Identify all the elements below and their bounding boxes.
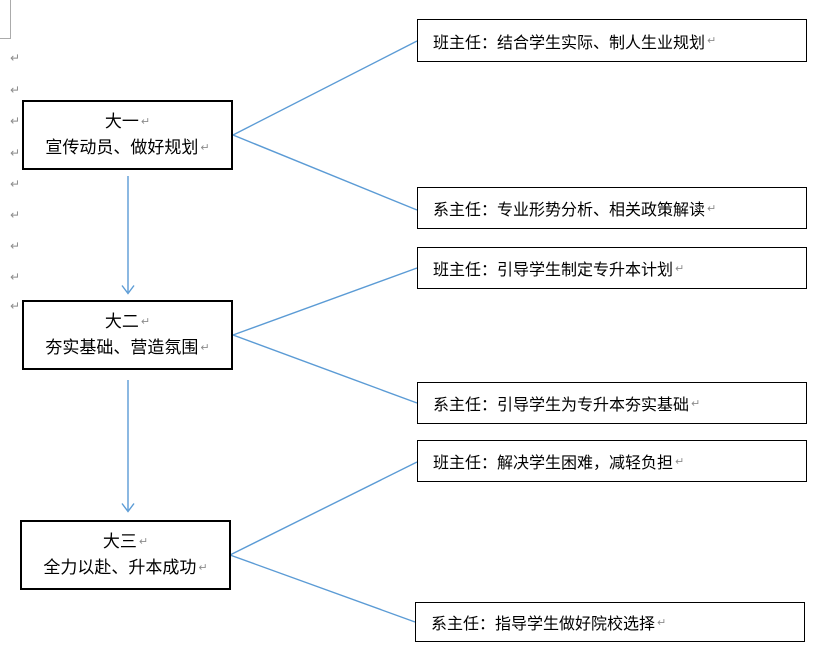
stage-title-row: 大二↵ [105,309,150,335]
stage-subtitle: 全力以赴、升本成功 [43,558,197,577]
paragraph-mark-icon: ↵ [707,201,717,215]
paragraph-mark-icon: ↵ [10,239,21,253]
task-box-3[interactable]: 班主任：引导学生制定专升本计划↵ [417,247,807,289]
task-label: 班主任：结合学生实际、制人生业规划 [433,34,706,52]
paragraph-mark-icon: ↵ [10,51,21,65]
task-label: 班主任：引导学生制定专升本计划 [433,262,674,279]
page-margin-corner-icon [0,0,11,39]
task-box-2[interactable]: 系主任：专业形势分析、相关政策解读↵ [417,187,807,229]
paragraph-mark-icon: ↵ [200,341,210,354]
stage-subtitle: 宣传动员、做好规划 [45,138,199,157]
paragraph-mark-icon: ↵ [10,114,21,128]
paragraph-mark-icon: ↵ [140,115,151,128]
paragraph-mark-icon: ↵ [10,270,21,284]
connector-stage3-task6 [229,554,416,623]
paragraph-mark-icon: ↵ [10,83,21,97]
stage-subtitle-row: 宣传动员、做好规划↵ [45,135,209,161]
task-label: 系主任：指导学生做好院校选择 [431,616,656,633]
task-label: 系主任：引导学生为专升本夯实基础 [433,397,690,414]
stage-subtitle-row: 全力以赴、升本成功↵ [43,555,207,581]
stage-subtitle: 夯实基础、营造氛围 [45,338,199,357]
arrow-stage2-stage3 [121,380,135,513]
stage-subtitle-row: 夯实基础、营造氛围↵ [45,335,209,361]
stage-box-year3[interactable]: 大三↵ 全力以赴、升本成功↵ [20,520,231,590]
connector-stage1-task2 [232,134,418,211]
arrow-stage1-stage2 [121,176,135,295]
task-label: 班主任：解决学生困难，减轻负担 [433,455,674,472]
task-label: 系主任：专业形势分析、相关政策解读 [433,202,706,219]
task-box-5[interactable]: 班主任：解决学生困难，减轻负担↵ [417,440,807,482]
paragraph-mark-icon: ↵ [200,141,210,154]
stage-title-row: 大一↵ [105,109,150,135]
paragraph-mark-icon: ↵ [198,561,208,574]
paragraph-mark-icon: ↵ [657,615,667,629]
paragraph-mark-icon: ↵ [675,261,685,275]
paragraph-mark-icon: ↵ [140,315,151,328]
paragraph-mark-icon: ↵ [10,299,21,313]
connector-stage3-task5 [229,461,418,556]
connector-stage2-task4 [232,334,418,404]
paragraph-mark-icon: ↵ [10,146,21,160]
task-box-4[interactable]: 系主任：引导学生为专升本夯实基础↵ [417,382,807,424]
stage-box-year2[interactable]: 大二↵ 夯实基础、营造氛围↵ [22,300,233,370]
paragraph-mark-icon: ↵ [138,535,149,548]
connector-stage2-task3 [232,267,418,336]
paragraph-mark-icon: ↵ [675,454,685,468]
task-box-6[interactable]: 系主任：指导学生做好院校选择↵ [415,602,805,642]
stage-box-year1[interactable]: 大一↵ 宣传动员、做好规划↵ [22,100,233,170]
stage-title: 大三 [102,532,137,551]
connector-stage1-task1 [232,40,418,136]
paragraph-mark-icon: ↵ [10,208,21,222]
task-box-1[interactable]: 班主任：结合学生实际、制人生业规划↵ [417,19,807,62]
stage-title-row: 大三↵ [103,529,148,555]
paragraph-mark-icon: ↵ [707,34,717,47]
stage-title: 大一 [104,112,139,131]
paragraph-mark-icon: ↵ [10,177,21,191]
paragraph-mark-icon: ↵ [691,396,701,410]
stage-title: 大二 [104,312,139,331]
